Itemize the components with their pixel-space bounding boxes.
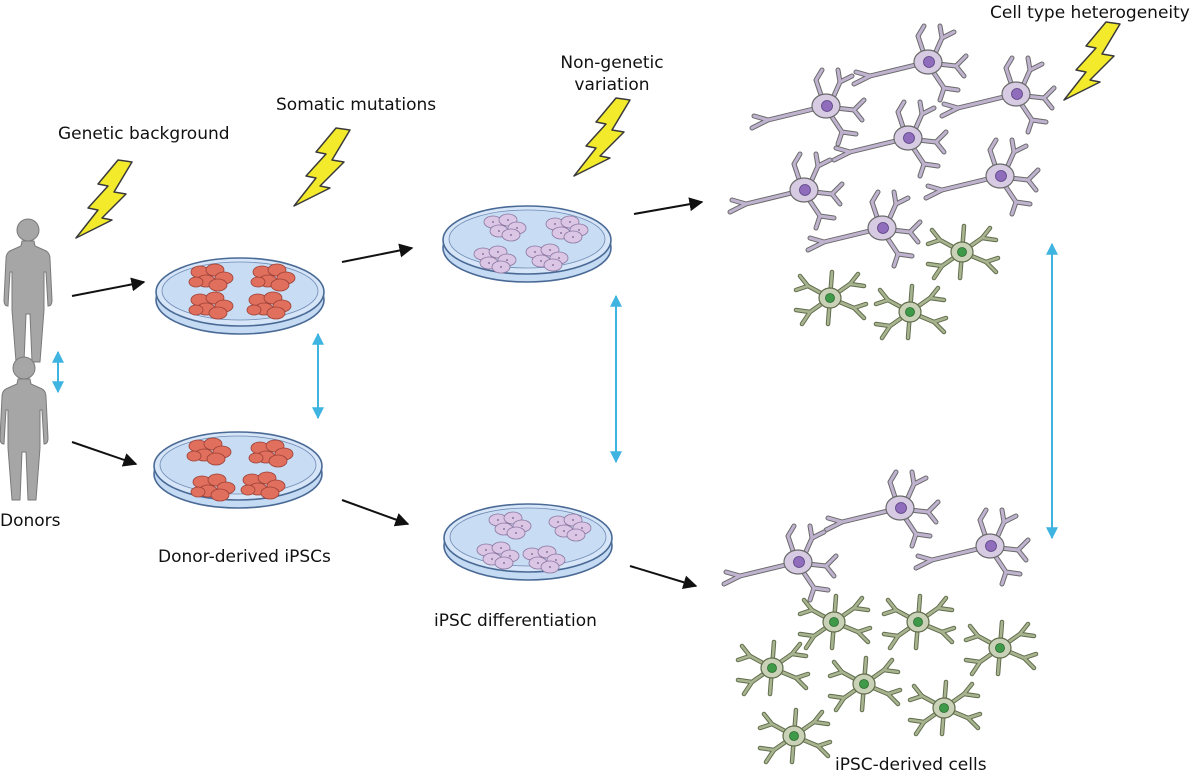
glial-cell: [830, 658, 900, 710]
ipsc-derived-cells-label: iPSC-derived cells: [835, 755, 987, 775]
flow-arrow-diff-to-cells-bottom: [629, 565, 698, 590]
glial-cell: [796, 272, 866, 324]
non-genetic-variation-line1: Non-genetic: [560, 53, 664, 73]
neuron-cell: [826, 472, 938, 546]
non-genetic-variation-lightning-icon: [573, 97, 631, 177]
neuron-cell: [724, 526, 836, 600]
glial-cell: [966, 622, 1036, 674]
glial-cell: [738, 642, 808, 694]
somatic-mutations-lightning-icon: [293, 127, 351, 207]
cell-type-heterogeneity-lightning-icon: [1063, 21, 1121, 101]
neuron-cell: [834, 102, 946, 176]
ipsc-dish-top: [155, 257, 325, 335]
glial-cell: [876, 286, 946, 338]
neuron-cell: [854, 26, 966, 100]
neuron-cell: [730, 154, 842, 228]
glial-cell: [800, 596, 870, 648]
non-genetic-variation-label: Non-genetic variation: [552, 52, 672, 96]
donor-1-icon: [3, 218, 53, 363]
donor-2-icon: [0, 356, 49, 501]
flow-arrow-ipsc-to-diff-top: [341, 243, 414, 263]
differentiation-dish-bottom: [443, 503, 613, 581]
neuron-cell: [808, 192, 920, 266]
somatic-mutations-label: Somatic mutations: [276, 95, 437, 115]
ipsc-differentiation-label: iPSC differentiation: [434, 611, 597, 631]
glial-cell: [884, 596, 954, 648]
non-genetic-variation-line2: variation: [574, 75, 650, 95]
glial-cell: [910, 682, 980, 734]
genetic-background-label: Genetic background: [58, 124, 230, 144]
flow-arrow-donor1-to-ipsc: [71, 277, 146, 297]
derived-cells-bottom-group: [724, 472, 1036, 762]
flow-arrow-donor2-to-ipsc: [71, 441, 138, 467]
donors-label: Donors: [0, 511, 61, 531]
genetic-background-lightning-icon: [75, 159, 133, 239]
glial-cell: [760, 710, 830, 762]
flow-arrow-diff-to-cells-top: [633, 197, 704, 215]
cell-type-heterogeneity-label: Cell type heterogeneity: [990, 3, 1190, 23]
ipsc-dish-bottom: [153, 431, 323, 509]
neuron-cell: [752, 70, 864, 144]
flow-arrow-ipsc-to-diff-bottom: [341, 499, 410, 527]
differentiation-dish-top: [442, 205, 612, 283]
glial-cell: [928, 226, 998, 278]
derived-cells-top-group: [730, 26, 1054, 338]
donor-derived-ipscs-label: Donor-derived iPSCs: [158, 547, 331, 567]
